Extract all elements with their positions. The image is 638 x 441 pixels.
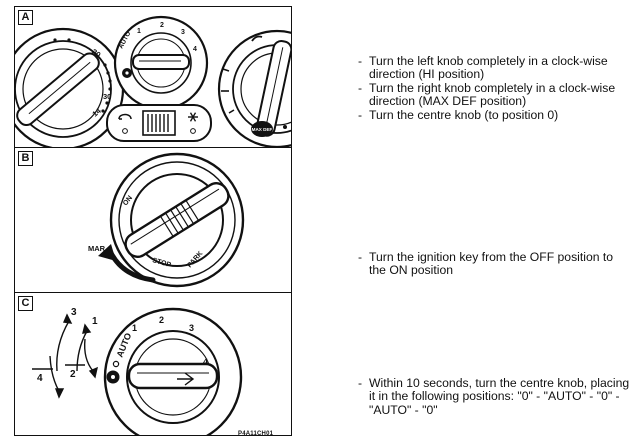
max-def-badge: MAX DEF: [251, 121, 273, 137]
ignition-label-mar: MAR: [88, 244, 106, 253]
control-bar: [106, 104, 212, 142]
left-temperature-knob: 20 30 14: [15, 27, 125, 147]
arrow-number-1: 1: [92, 316, 98, 327]
panel-a-letter: A: [18, 10, 33, 25]
instructions-panel-c: Within 10 seconds, turn the centre knob,…: [358, 376, 633, 417]
ignition-label-on: ON: [122, 195, 134, 208]
center-knob-sequence-illustration: AUTO 1 2 3 4 3 1 4 2: [32, 307, 243, 435]
rotation-arrows: [32, 313, 98, 399]
arrow-number-4: 4: [37, 373, 43, 384]
ignition-illustration: ON STOP PARK MAR: [88, 152, 245, 288]
recirculation-icon: [118, 113, 132, 120]
panel-b-letter: B: [18, 151, 33, 166]
instruction-a-1: Turn the left knob completely in a clock…: [358, 54, 633, 82]
fan-icon: [122, 68, 132, 78]
snowflake-icon: [188, 112, 198, 122]
arrow-number-3: 3: [71, 307, 77, 318]
rear-defrost-icon: [283, 125, 287, 129]
right-distribution-knob: MAX DEF: [217, 29, 291, 147]
instructions-panel-b: Turn the ignition key from the OFF posit…: [358, 250, 633, 278]
instruction-a-3: Turn the centre knob (to position 0): [358, 108, 633, 123]
center-fan-knob-closeup: AUTO 1 2 3 4: [103, 307, 243, 435]
instruction-c-1: Within 10 seconds, turn the centre knob,…: [358, 376, 633, 417]
right-knob-max-def-label: MAX DEF: [252, 127, 273, 132]
fan-icon: [106, 370, 120, 384]
arrow-number-2: 2: [70, 369, 76, 380]
center-fan-knob: AUTO 1 2 3 4: [113, 15, 209, 111]
center-knob-label-1: 1: [137, 28, 141, 35]
instruction-a-2: Turn the right knob completely in a cloc…: [358, 81, 633, 109]
left-knob-number-30: 30: [103, 92, 111, 101]
panel-a: A 20 30 14 AUTO 1 2: [14, 6, 292, 148]
ignition-switch: ON STOP PARK: [109, 152, 245, 288]
center-knob-label-4: 4: [193, 46, 197, 53]
panel-c-letter: C: [18, 296, 33, 311]
knob-label-2: 2: [159, 315, 164, 325]
knob-label-4: 4: [203, 357, 208, 367]
panel-b: B ON STOP PARK MAR: [14, 148, 292, 293]
knob-label-3: 3: [189, 323, 194, 333]
instruction-b-1: Turn the ignition key from the OFF posit…: [358, 250, 633, 278]
climate-control-illustration: 20 30 14 AUTO 1 2 3 4: [15, 15, 291, 147]
knob-label-1: 1: [132, 323, 137, 333]
instructions-panel-a: Turn the left knob completely in a clock…: [358, 54, 633, 123]
panel-c: C AUTO 1 2 3 4: [14, 293, 292, 436]
reference-code: P4A11CH01: [238, 431, 274, 437]
center-knob-label-3: 3: [181, 29, 185, 36]
mar-arrow-icon: [98, 244, 156, 283]
center-knob-label-2: 2: [160, 22, 164, 29]
